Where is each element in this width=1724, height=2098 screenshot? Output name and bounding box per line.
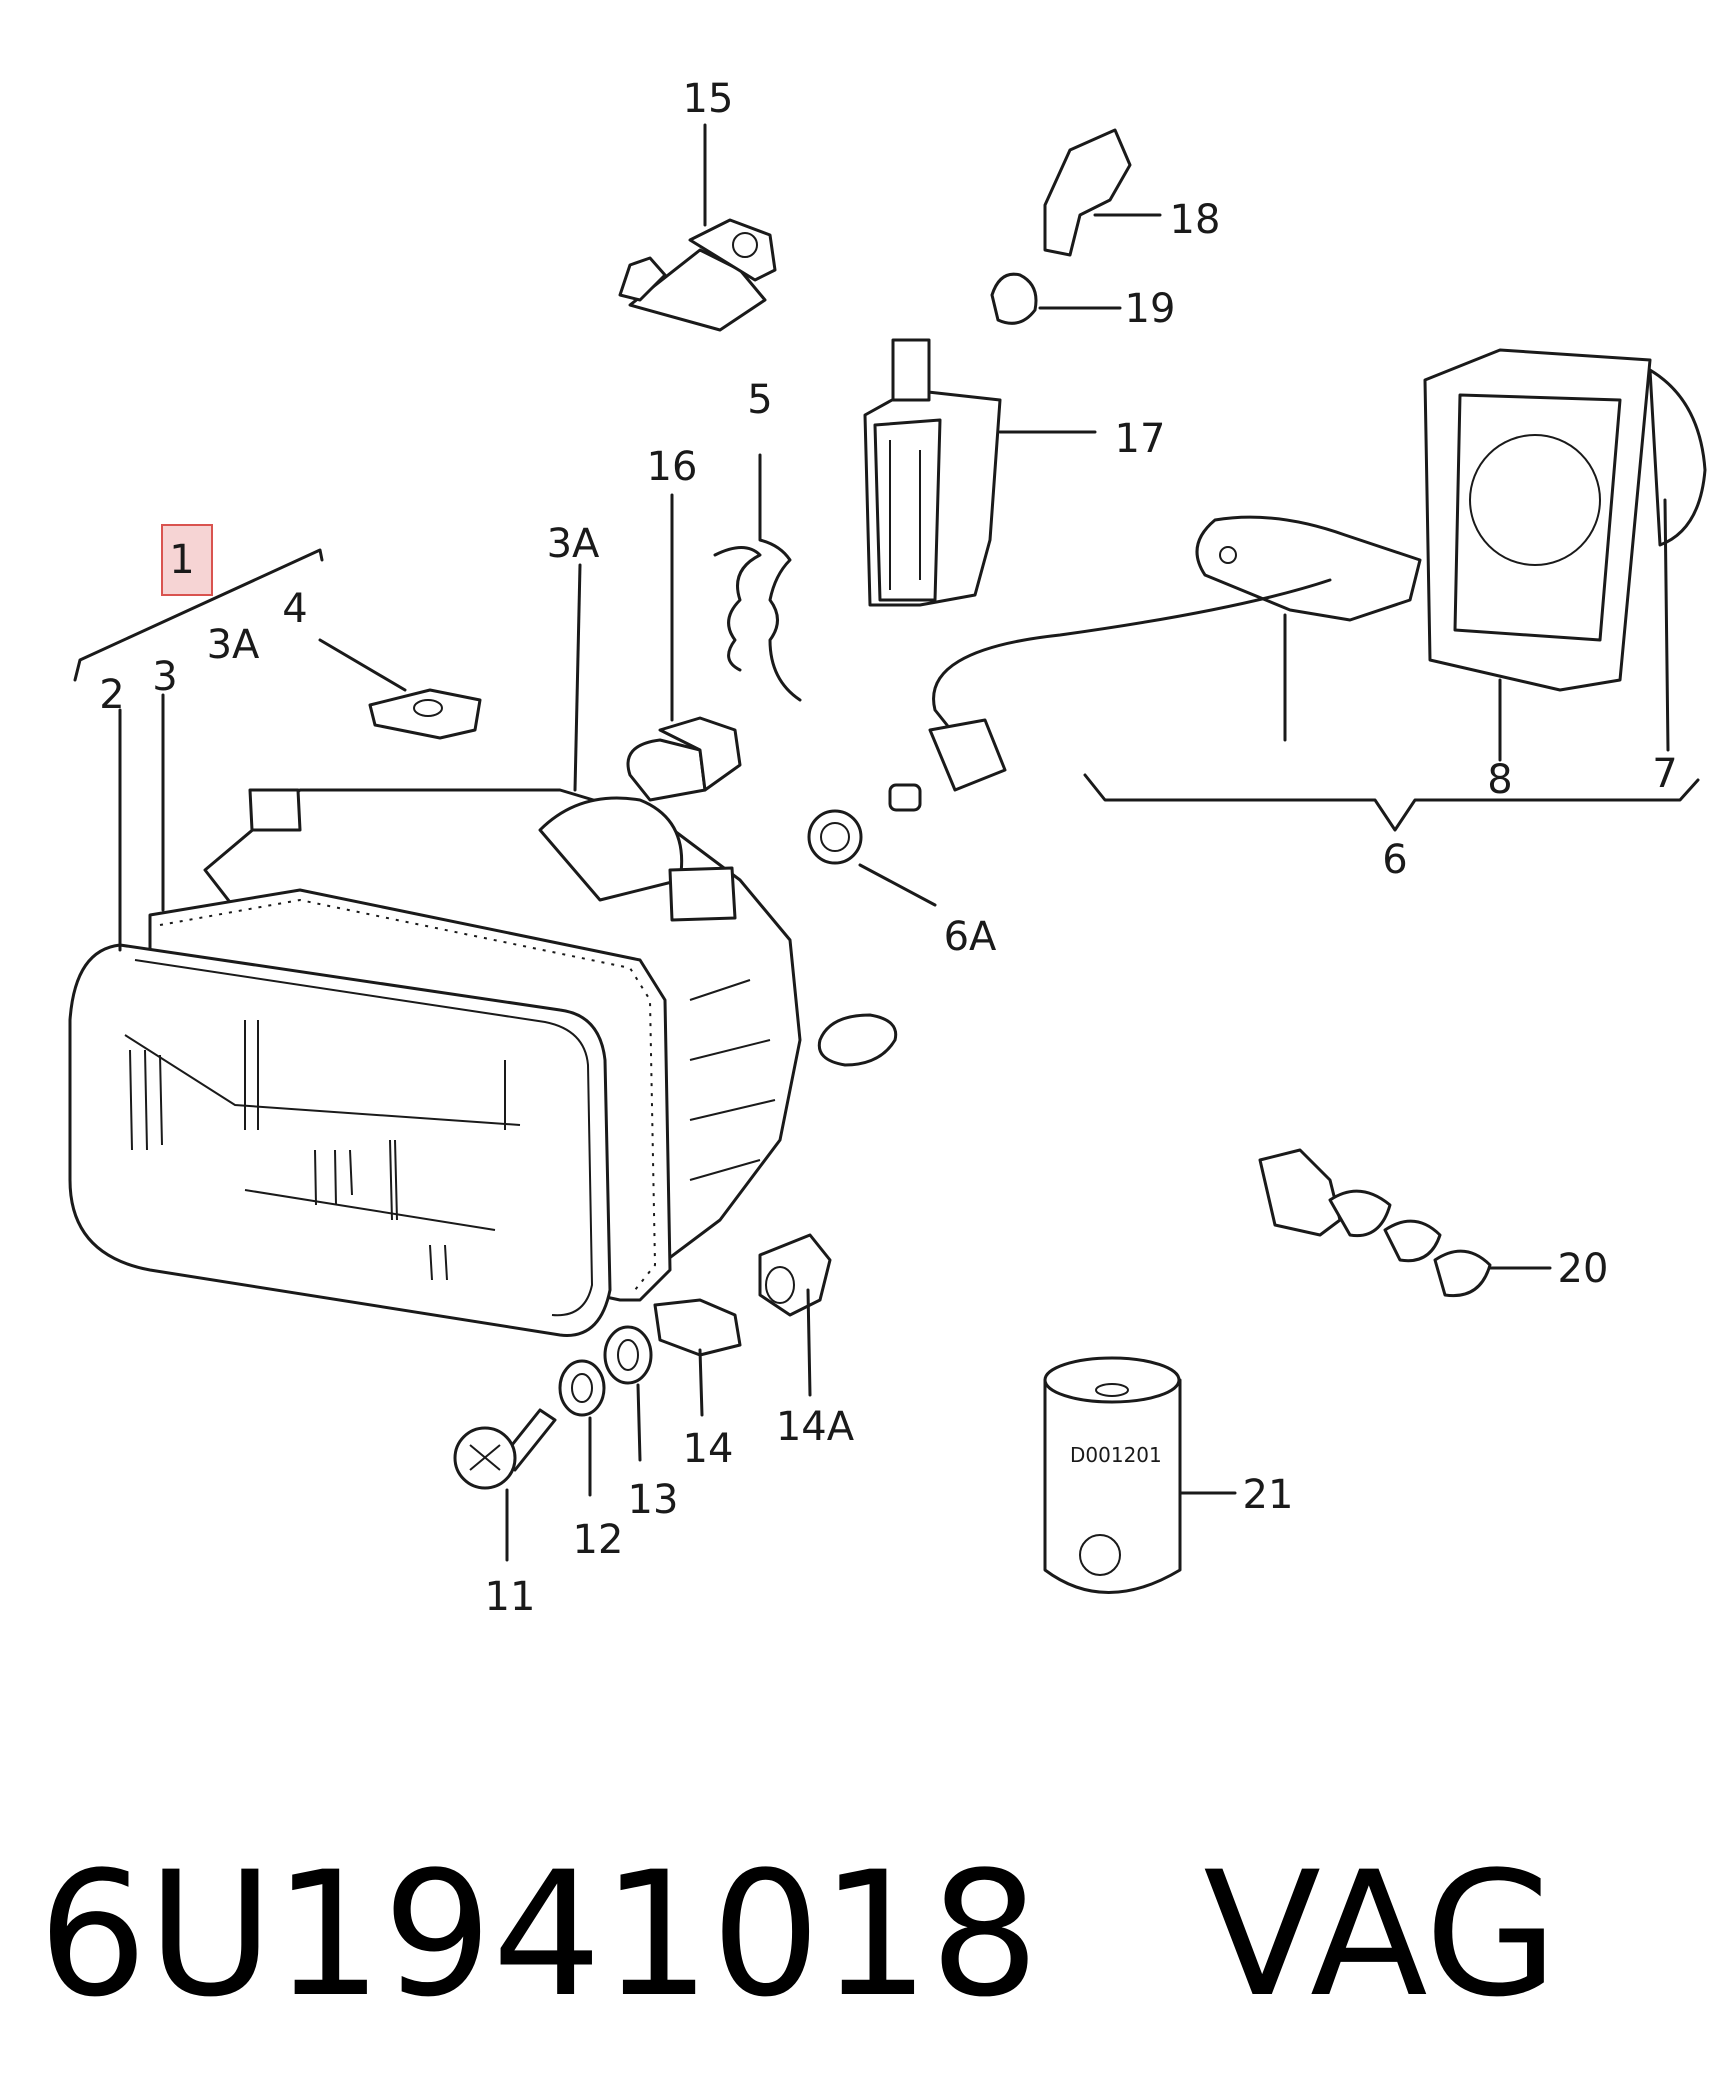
callout-5: 5 [747, 377, 772, 423]
callout-15: 15 [683, 76, 734, 122]
nut-clip-part-14 [653, 1298, 742, 1357]
callout-11: 11 [485, 1574, 536, 1620]
callout-16: 16 [647, 444, 698, 490]
screw-part-11 [453, 1408, 557, 1490]
socket-part-6 [888, 515, 1422, 812]
clip-part-4 [368, 688, 482, 740]
callout-4: 4 [282, 586, 307, 632]
callout-1: 1 [169, 537, 194, 583]
part-number-footer: 6U1941018 VAG [38, 1834, 1558, 2035]
grommet-part-14a [758, 1233, 832, 1317]
bulb-part-15 [618, 218, 777, 332]
callout-18: 18 [1170, 197, 1221, 243]
callout-13: 13 [628, 1477, 679, 1523]
clip-fragment [817, 1013, 898, 1067]
callout-3: 3 [152, 654, 177, 700]
headlight-assembly [68, 788, 802, 1337]
callout-12: 12 [573, 1517, 624, 1563]
callout-17: 17 [1115, 416, 1166, 462]
cap-part-7 [1648, 368, 1707, 547]
tab-part-18 [1043, 128, 1132, 257]
callout-7: 7 [1652, 751, 1677, 797]
grommet-part-19 [990, 272, 1038, 325]
washer-part-12 [558, 1359, 606, 1417]
can-label-text: D001201 [1070, 1443, 1162, 1467]
callout-14a: 14A [776, 1404, 855, 1450]
callout-bracket-1 [73, 548, 324, 682]
callout-bracket-6 [1083, 773, 1700, 832]
spring-wire-part-5 [758, 453, 802, 702]
callout-21: 21 [1243, 1472, 1294, 1518]
callout-14: 14 [683, 1426, 734, 1472]
connector-part-17 [863, 338, 1002, 607]
callout-3a: 3A [207, 622, 260, 668]
housing-part-8 [1423, 348, 1652, 692]
callout-19: 19 [1125, 286, 1176, 332]
callout-1-highlight [161, 524, 213, 596]
callout-8: 8 [1487, 757, 1512, 803]
ring-part-6a [807, 809, 863, 865]
callout-6: 6 [1382, 837, 1407, 883]
cable-clip-part-20 [1258, 1148, 1492, 1298]
callout-2: 2 [99, 672, 124, 718]
callout-3a-top: 3A [547, 521, 600, 567]
can-part-21: D001201 [1043, 1356, 1182, 1594]
callout-20: 20 [1558, 1246, 1609, 1292]
bulb-part-16 [626, 716, 742, 802]
callout-6a: 6A [944, 914, 997, 960]
washer-part-13 [603, 1325, 653, 1385]
